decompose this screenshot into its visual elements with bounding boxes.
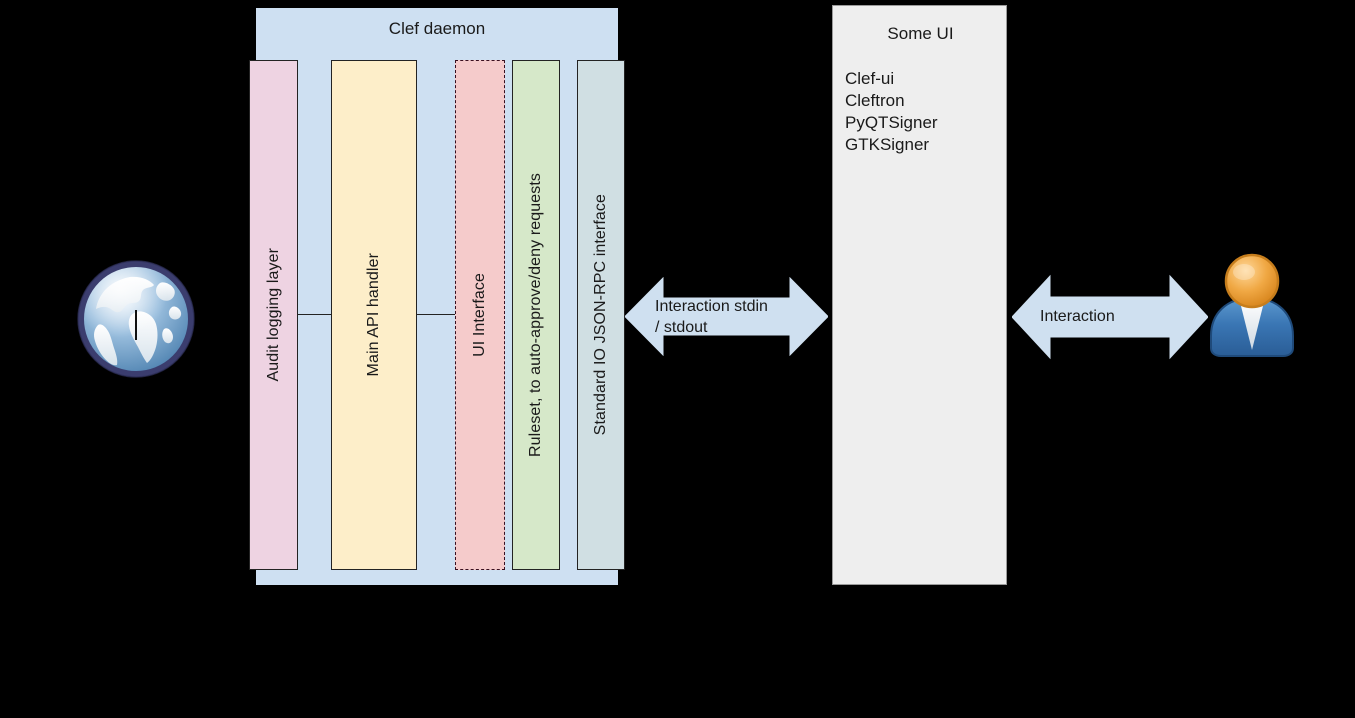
globe-icon (72, 255, 200, 383)
layer-standard-io-jsonrpc[interactable]: Standard IO JSON-RPC interface (577, 60, 625, 570)
connector-audit-to-api (297, 314, 331, 315)
clef-daemon-container (256, 8, 618, 585)
arrow-interaction-user (1012, 272, 1208, 362)
some-ui-box[interactable]: Some UI Clef-ui Cleftron PyQTSigner GTKS… (832, 5, 1007, 585)
layer-ruleset[interactable]: Ruleset, to auto-approve/deny requests (512, 60, 560, 570)
list-item: GTKSigner (845, 135, 930, 154)
layer-audit-logging-label: Audit logging layer (264, 248, 282, 382)
layer-main-api-handler-label: Main API handler (365, 253, 382, 377)
arrow-interaction-stdio (625, 277, 828, 356)
layer-standard-io-jsonrpc-label: Standard IO JSON-RPC interface (592, 194, 609, 436)
clef-daemon-title: Clef daemon (388, 19, 486, 38)
layer-ui-interface[interactable]: UI Interface (455, 60, 505, 570)
layer-main-api-handler[interactable]: Main API handler (331, 60, 417, 570)
user-icon (1202, 252, 1302, 362)
layer-audit-logging[interactable]: Audit logging layer (249, 60, 298, 570)
list-item: Clef-ui (845, 69, 895, 88)
some-ui-title: Some UI (887, 24, 954, 43)
list-item: PyQTSigner (845, 113, 938, 132)
some-ui-list: Clef-ui Cleftron PyQTSigner GTKSigner (845, 68, 938, 156)
layer-ruleset-label: Ruleset, to auto-approve/deny requests (527, 173, 544, 457)
connector-api-to-ui (417, 314, 455, 315)
layer-ui-interface-label: UI Interface (471, 273, 488, 357)
list-item: Cleftron (845, 91, 905, 110)
